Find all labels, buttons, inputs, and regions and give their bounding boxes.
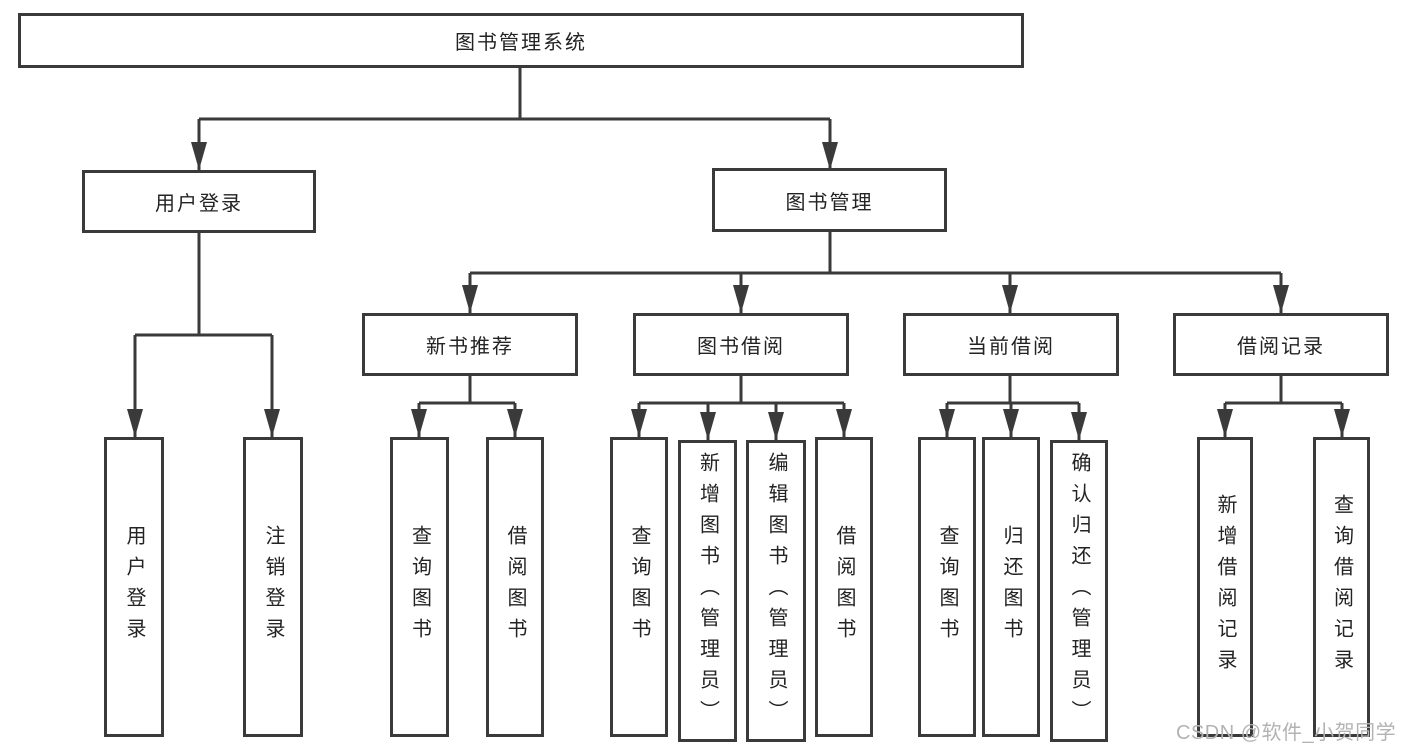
leaf-confirm-return-admin-label: 确认归还（管理员） — [1068, 451, 1090, 731]
node-user-login: 用户登录 — [82, 170, 316, 233]
csdn-watermark: CSDN @软件_小贺同学 — [1176, 722, 1397, 744]
leaf-query-borrow-record-label: 查询借阅记录 — [1330, 494, 1353, 680]
leaf-add-books-admin: 新增图书（管理员） — [678, 440, 737, 742]
node-book-management: 图书管理 — [712, 168, 947, 232]
leaf-add-borrow-record: 新增借阅记录 — [1197, 437, 1253, 737]
leaf-user-login: 用户登录 — [104, 437, 164, 737]
node-new-book-recommend-label: 新书推荐 — [426, 336, 514, 358]
node-current-borrow-label: 当前借阅 — [967, 336, 1055, 358]
leaf-query-books-current: 查询图书 — [918, 437, 976, 737]
node-root-label: 图书管理系统 — [455, 32, 587, 54]
leaf-borrow-books-borrow-label: 借阅图书 — [833, 525, 855, 649]
node-borrow-records-label: 借阅记录 — [1237, 336, 1325, 358]
node-book-borrow: 图书借阅 — [633, 313, 849, 376]
leaf-edit-books-admin-label: 编辑图书（管理员） — [765, 451, 787, 731]
leaf-add-books-admin-label: 新增图书（管理员） — [696, 451, 719, 731]
arrowheads — [127, 142, 1350, 440]
leaf-confirm-return-admin: 确认归还（管理员） — [1050, 440, 1108, 742]
leaf-query-books-current-label: 查询图书 — [936, 525, 958, 649]
leaf-query-books-borrow-label: 查询图书 — [628, 525, 650, 649]
node-root-library-system: 图书管理系统 — [18, 13, 1024, 68]
leaf-add-borrow-record-label: 新增借阅记录 — [1214, 494, 1236, 680]
leaf-logout: 注销登录 — [243, 437, 303, 737]
leaf-query-books-borrow: 查询图书 — [610, 437, 668, 737]
leaf-borrow-books-recommend: 借阅图书 — [486, 437, 544, 737]
leaf-logout-label: 注销登录 — [262, 525, 284, 649]
leaf-query-books-recommend: 查询图书 — [390, 437, 449, 737]
node-user-login-label: 用户登录 — [155, 193, 243, 215]
leaf-return-books: 归还图书 — [982, 437, 1040, 737]
node-book-borrow-label: 图书借阅 — [697, 336, 785, 358]
node-new-book-recommend: 新书推荐 — [362, 313, 578, 376]
leaf-query-books-recommend-label: 查询图书 — [408, 525, 431, 649]
leaf-edit-books-admin: 编辑图书（管理员） — [746, 440, 806, 742]
leaf-user-login-label: 用户登录 — [123, 525, 145, 649]
node-current-borrow: 当前借阅 — [903, 313, 1119, 376]
leaf-borrow-books-recommend-label: 借阅图书 — [504, 525, 526, 649]
leaf-borrow-books-borrow: 借阅图书 — [815, 437, 873, 737]
leaf-return-books-label: 归还图书 — [1000, 525, 1022, 649]
leaf-query-borrow-record: 查询借阅记录 — [1313, 437, 1370, 737]
node-book-management-label: 图书管理 — [785, 191, 874, 214]
node-borrow-records: 借阅记录 — [1173, 313, 1389, 376]
